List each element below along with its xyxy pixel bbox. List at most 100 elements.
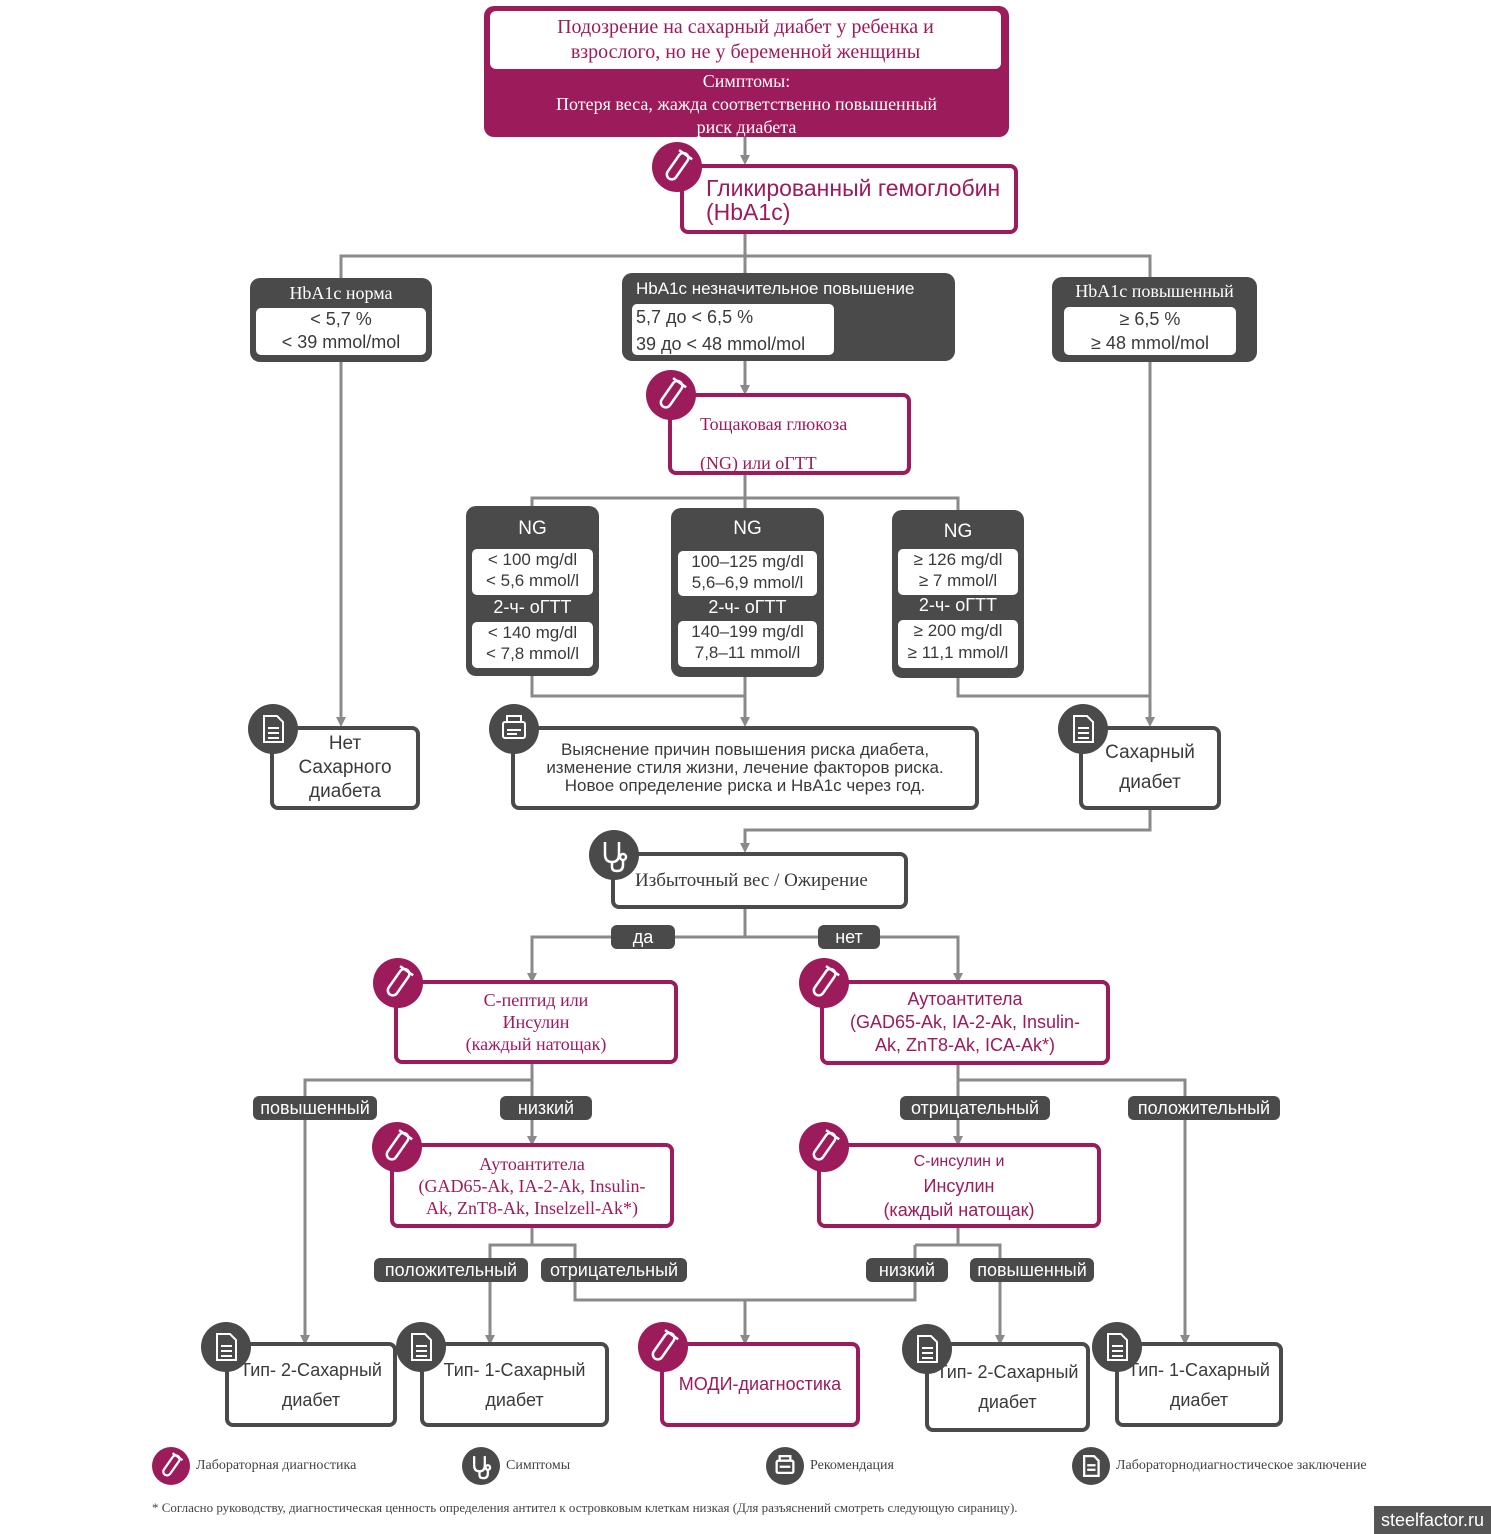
fasting-glucose-box: Тощаковая глюкоза (NG) или оГТТ [668,393,911,475]
autoab-mid-l3: Ak, ZnT8-Ak, Inselzell-Ak*) [426,1197,638,1218]
symptoms-line2: риск диабета [696,117,797,137]
stethoscope-icon [589,830,639,880]
type2-right-l2: диабет [978,1392,1037,1412]
no-diabetes-l1: Нет [328,733,362,754]
hba1c-high-values: ≥ 6,5 % ≥ 48 mmol/mol [1064,307,1236,355]
test-tube-icon [799,958,849,1008]
document-icon [396,1322,446,1372]
ng-mid-ogtt-values: 140–199 mg/dl 7,8–11 mmol/l [678,621,817,667]
ng-mid-l2: 5,6–6,9 mmol/l [691,573,804,592]
document-icon [201,1322,251,1372]
ng-mid-title: NG [733,518,762,539]
document-icon [248,704,298,754]
autoab-top-l3: Ak, ZnT8-Ak, ICA-Ak*) [874,1035,1056,1055]
suspicion-title-line2: взрослого, но не у беременной женщины [570,41,921,63]
pill-low-left: низкий [500,1096,592,1120]
autoantibodies-mid-box: Аутоантитела (GAD65-Ak, IA-2-Ak, Insulin… [390,1143,674,1228]
no-diabetes-l2: Сахарного [298,757,392,778]
watermark: steelfactor.ru [1374,1506,1491,1534]
ng-mid-l3: 140–199 mg/dl [691,622,804,641]
c-peptide-box: С-пептид или Инсулин (каждый натощак) [394,980,678,1064]
test-tube-icon [373,958,423,1008]
hba1c-test-box: Гликированный гемоглобин (HbA1c) [680,164,1018,234]
ng-low-l1: < 100 mg/dl [487,550,578,569]
no-diabetes-box: Нет Сахарного диабета [270,726,420,810]
symptoms-text: Симптомы: Потеря веса, жажда соответстве… [484,70,1009,139]
legend-symptoms: Симптомы [506,1458,571,1473]
type1-right-l2: диабет [1169,1389,1229,1410]
hba1c-slight-values: 5,7 до < 6,5 % 39 до < 48 mmol/mol [632,304,834,355]
ng-high-l4: ≥ 11,1 mmol/l [907,643,1009,662]
pill-low-right: низкий [866,1258,948,1282]
diabetes-l2: диабет [1119,772,1181,793]
document-icon [1058,704,1108,754]
document-icon [1092,1322,1142,1372]
legend-conclusion: Лабораторнодиагностическое заключение [1116,1458,1367,1473]
suspicion-title-box: Подозрение на сахарный диабет у ребенка … [490,11,1001,69]
type1-right-l1: Тип- 1-Сахарный [1128,1359,1270,1380]
ng-high-values: ≥ 126 mg/dl ≥ 7 mmol/l [898,549,1018,595]
document-icon [1072,1447,1110,1485]
type2-left-l2: диабет [281,1389,341,1410]
c-insulin-l2: Инсулин [923,1175,995,1196]
c-peptide-l1: С-пептид или [483,990,589,1010]
legend-lab: Лабораторная диагностика [196,1458,357,1473]
hba1c-normal-line2: < 39 mmol/mol [281,332,401,352]
c-peptide-l2: Инсулин [502,1012,570,1032]
modi-box: МОДИ-диагностика [660,1342,860,1427]
autoantibodies-top-box: Аутоантитела (GAD65-Ak, IA-2-Ak, Insulin… [820,980,1110,1065]
hba1c-slight-box: HbA1c незначительное повышение 5,7 до < … [622,273,955,361]
type2-right-l1: Тип- 2-Сахарный [936,1362,1079,1382]
pill-no: нет [818,925,880,949]
type1-right-box: Тип- 1-Сахарный диабет [1115,1342,1283,1427]
ng-mid-values: 100–125 mg/dl 5,6–6,9 mmol/l [678,551,817,596]
recommendation-icon [766,1447,804,1485]
autoab-mid-l1: Аутоантитела [479,1153,585,1174]
type2-right-box: Тип- 2-Сахарный диабет [925,1342,1090,1432]
modi-label: МОДИ-диагностика [678,1374,842,1394]
hba1c-high-line1: ≥ 6,5 % [1119,309,1181,329]
autoab-top-l2: (GAD65-Ak, IA-2-Ak, Insulin- [849,1012,1081,1032]
recommendation-box: Выяснение причин повышения риска диабета… [511,726,979,810]
hba1c-high-line2: ≥ 48 mmol/mol [1091,333,1209,353]
hba1c-high-box: HbA1c повышенный ≥ 6,5 % ≥ 48 mmol/mol [1052,277,1257,362]
hba1c-slight-line1: 5,7 до < 6,5 % [636,307,754,327]
pill-raised-left: повышенный [253,1096,377,1120]
hba1c-normal-values: < 5,7 % < 39 mmol/mol [256,308,426,355]
c-insulin-l1: С-инсулин и [913,1152,1005,1170]
test-tube-icon [799,1122,849,1172]
pill-yes: да [611,925,675,949]
test-tube-icon [652,142,702,192]
pill-positive-right: положительный [1128,1096,1280,1120]
type1-left-l2: диабет [485,1389,544,1410]
type2-left-box: Тип- 2-Сахарный диабет [225,1342,397,1427]
ng-mid-ogtt: 2-ч- оГТТ [708,597,787,617]
no-diabetes-l3: диабета [309,781,381,802]
type2-left-l1: Тип- 2-Сахарный [240,1359,382,1380]
hba1c-slight-line2: 39 до < 48 mmol/mol [636,334,806,354]
ng-low-ogtt: 2-ч- оГТТ [493,597,572,617]
ng-low-values: < 100 mg/dl < 5,6 mmol/l [472,549,593,595]
ng-low-box: NG < 100 mg/dl < 5,6 mmol/l 2-ч- оГТТ < … [466,506,599,676]
symptoms-line1: Потеря веса, жажда соответственно повыше… [555,94,938,114]
ng-low-l4: < 7,8 mmol/l [485,644,580,663]
c-peptide-l3: (каждый натощак) [465,1034,607,1054]
pill-positive-mid: положительный [374,1258,528,1282]
hba1c-high-title: HbA1c повышенный [1075,281,1234,301]
legend-recommendation: Рекомендация [810,1458,894,1473]
ng-high-ogtt-values: ≥ 200 mg/dl ≥ 11,1 mmol/l [898,620,1018,668]
recommend-l2: изменение стиля жизни, лечение факторов … [546,758,944,777]
test-tube-icon [646,370,696,420]
type1-left-box: Тип- 1-Сахарный диабет [420,1342,609,1427]
stethoscope-icon [462,1447,500,1485]
ng-high-title: NG [943,521,973,542]
ng-low-ogtt-values: < 140 mg/dl < 7,8 mmol/l [472,622,593,668]
ng-high-ogtt: 2-ч- оГТТ [918,595,998,615]
test-tube-icon [152,1447,190,1485]
ng-low-l2: < 5,6 mmol/l [485,571,580,590]
type1-left-l1: Тип- 1-Сахарный [443,1359,586,1380]
document-icon [902,1324,952,1374]
ng-mid-l1: 100–125 mg/dl [691,552,804,571]
pill-negative-mid: отрицательный [541,1258,687,1282]
hba1c-normal-title: HbA1c норма [289,283,393,303]
